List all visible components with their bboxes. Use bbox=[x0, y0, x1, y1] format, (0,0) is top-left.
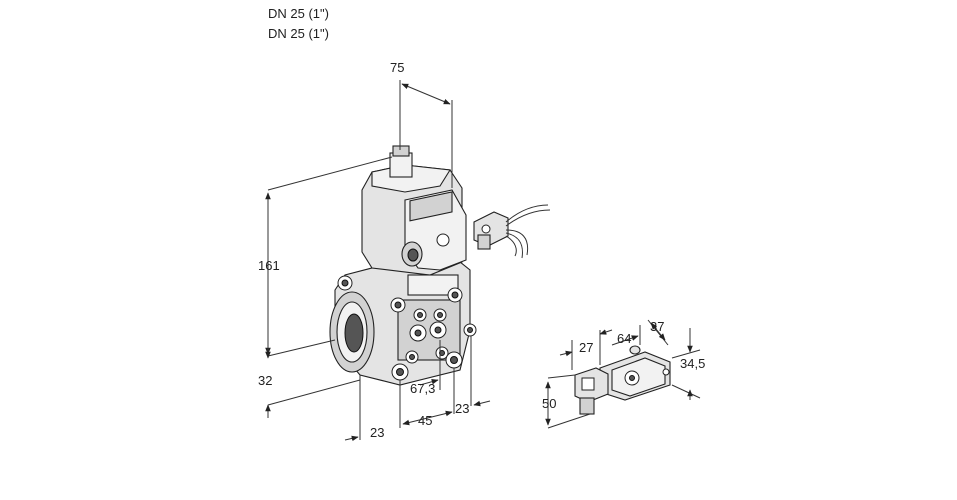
dim-64: 64 bbox=[617, 331, 631, 346]
cable-plug bbox=[473, 204, 551, 259]
valve-body bbox=[329, 145, 477, 386]
dim-161: 161 bbox=[258, 258, 280, 273]
dim-50: 50 bbox=[542, 396, 556, 411]
terminal-block bbox=[407, 274, 459, 296]
connector-detail bbox=[574, 345, 671, 415]
title-line-1: DN 25 (1") bbox=[268, 6, 329, 21]
dim-23-left: 23 bbox=[370, 425, 384, 440]
valve-stem bbox=[389, 152, 413, 178]
dimension-lines bbox=[265, 80, 491, 442]
dim-23-right: 23 bbox=[455, 401, 469, 416]
dim-34-5: 34,5 bbox=[680, 356, 705, 371]
dim-32: 32 bbox=[258, 373, 272, 388]
dim-45: 45 bbox=[418, 413, 432, 428]
dim-27: 27 bbox=[579, 340, 593, 355]
connector-dimension-lines bbox=[545, 319, 701, 429]
dim-67-3: 67,3 bbox=[410, 381, 435, 396]
dim-75: 75 bbox=[390, 60, 404, 75]
title-line-2: DN 25 (1") bbox=[268, 26, 329, 41]
dim-37: 37 bbox=[650, 319, 664, 334]
